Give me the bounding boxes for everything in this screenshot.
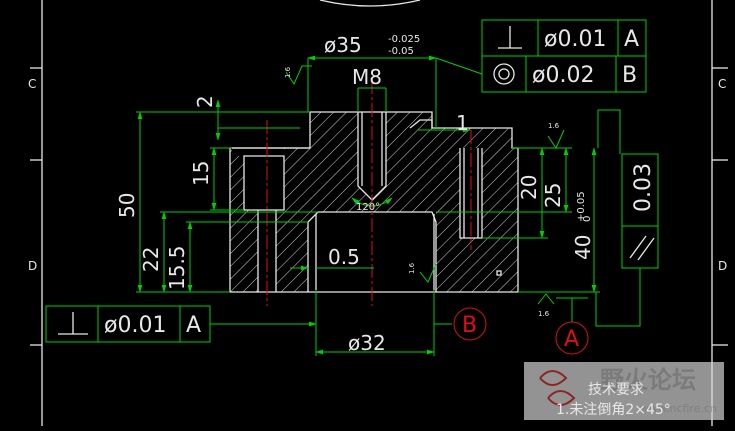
dim-1: 1	[456, 111, 469, 135]
fcf-perpendicularity-bottom[interactable]: ø0.01 A	[45, 305, 317, 343]
notes-line-1: 1.未注倒角2×45°	[556, 402, 671, 418]
roughness-4: 1.6	[538, 310, 550, 318]
dim-0-5: 0.5	[328, 245, 360, 269]
fcf-parallel-value: 0.03	[631, 163, 656, 212]
border-letter-c-left: C	[28, 77, 36, 91]
perpendicularity-icon-2	[58, 312, 88, 335]
fcf-conc-value: ø0.02	[532, 63, 594, 88]
watermark-url: www.ncfire.cn	[640, 402, 717, 415]
dim-25: 25	[541, 183, 565, 208]
fcf-perpendicularity-top[interactable]: ø0.01 A	[481, 19, 647, 57]
technical-notes: 技术要求 1.未注倒角2×45°	[556, 382, 671, 418]
border-letter-d-right: D	[718, 259, 727, 273]
border-letter-d-left: D	[28, 259, 37, 273]
perpendicularity-icon	[498, 26, 522, 49]
dim-15-5: 15.5	[165, 245, 189, 290]
fcf-conc-datum: B	[622, 63, 637, 88]
dim-diameter-35-lower-tol: -0.05	[388, 46, 414, 57]
dim-thread-m8: M8	[352, 65, 382, 89]
parallelism-icon	[629, 235, 655, 261]
dim-2: 2	[193, 95, 217, 108]
fcf-perp-bottom-value: ø0.01	[104, 313, 166, 338]
part-section[interactable]	[229, 80, 519, 306]
flame-icon	[539, 370, 568, 386]
dim-50: 50	[115, 193, 139, 218]
border-letter-c-right: C	[718, 77, 726, 91]
drawing-frame: C C D D	[28, 0, 728, 426]
watermark: 野火论坛 www.ncfire.cn	[524, 362, 724, 420]
dim-diameter-35-upper-tol: -0.025	[388, 34, 420, 45]
dim-15: 15	[189, 161, 213, 186]
dim-40-upper-tol: +0.05	[576, 191, 587, 222]
roughness-2: 1.6	[548, 122, 560, 130]
dim-40-lower-tol: 0	[582, 216, 593, 222]
concentricity-icon	[493, 63, 515, 85]
datum-a: A	[555, 297, 589, 355]
dim-diameter-35: ø35	[324, 33, 362, 57]
dim-angle-120: 120°	[356, 202, 380, 213]
watermark-title: 野火论坛	[600, 366, 696, 394]
roughness-symbols: 1.6 1.6 1.6 1.6	[284, 65, 565, 318]
fcf-perp-bottom-datum: A	[186, 313, 201, 338]
fcf-perp-top-value: ø0.01	[544, 27, 606, 52]
fcf-concentricity[interactable]: ø0.02 B	[435, 55, 647, 93]
datum-b-label: B	[462, 313, 477, 338]
roughness-3: 1.6	[408, 262, 416, 274]
dim-40: 40	[571, 235, 595, 260]
fcf-parallelism[interactable]: 0.03	[595, 109, 659, 327]
roughness-1: 1.6	[284, 66, 292, 78]
dim-diameter-32: ø32	[348, 331, 386, 355]
dim-22: 22	[139, 247, 163, 272]
dimensions: ø35 -0.025 -0.05 M8 2 1 15 50 22 15.5	[115, 33, 600, 356]
datum-a-label: A	[564, 327, 579, 352]
datum-b: B	[434, 307, 487, 341]
fcf-perp-top-datum: A	[624, 27, 639, 52]
notes-title: 技术要求	[588, 382, 644, 398]
dim-20: 20	[517, 175, 541, 200]
